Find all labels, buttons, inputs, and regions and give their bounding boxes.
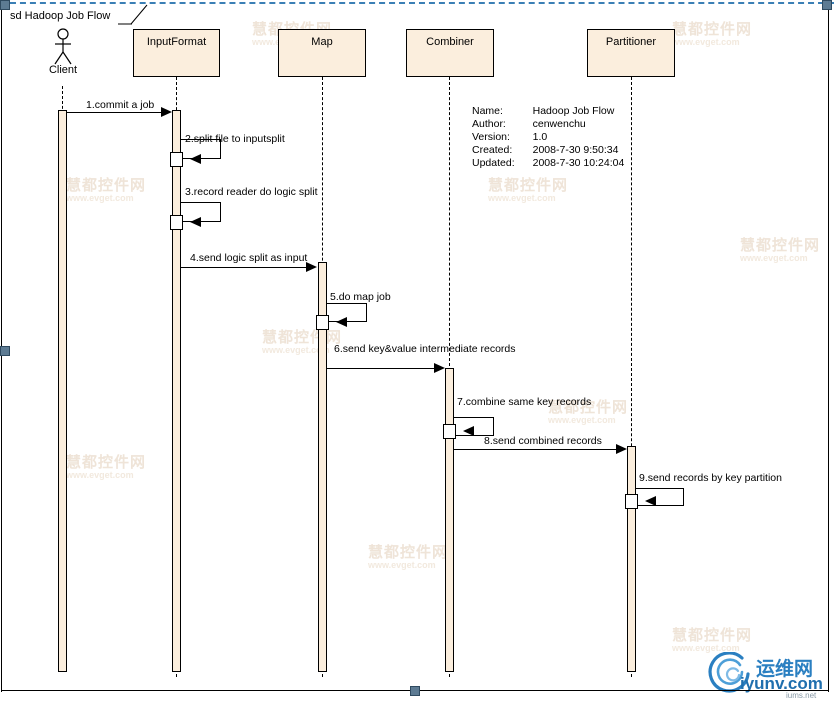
resize-handle-top-right[interactable] [822, 0, 832, 10]
message-loop-m9 [636, 488, 684, 506]
message-label-m2: 2.split file to inputsplit [185, 133, 285, 145]
resize-handle-top-left[interactable] [0, 0, 10, 10]
message-arrowhead-m6 [434, 363, 445, 373]
message-label-m4: 4.send logic split as input [190, 252, 308, 264]
participant-combiner[interactable]: Combiner [406, 29, 494, 77]
message-arrowhead-m9 [645, 496, 656, 506]
participant-partitioner[interactable]: Partitioner [587, 29, 675, 77]
note-key: Version: [472, 131, 510, 143]
message-line-m4 [181, 267, 311, 268]
activation-combiner[interactable] [445, 368, 454, 672]
lifeline-partitioner [631, 77, 632, 677]
message-line-m8 [454, 449, 622, 450]
message-loop-m3 [181, 202, 221, 222]
message-line-m6 [327, 368, 440, 369]
site-logo[interactable]: 运维网 iyunv.com iums.net [700, 650, 830, 700]
participant-label: Combiner [426, 36, 474, 48]
message-arrowhead-m4 [306, 262, 317, 272]
message-self-box-m5[interactable] [316, 315, 329, 330]
note-value: Hadoop Job Flow [532, 105, 615, 117]
message-loop-m7 [454, 417, 494, 436]
activation-client[interactable] [58, 110, 67, 672]
logo-text-en: iyunv.com [740, 674, 823, 693]
message-label-m5: 5.do map job [330, 291, 391, 303]
selection-border-right [828, 4, 829, 692]
note-row: Updated: 2008-7-30 10:24:04 [472, 157, 624, 170]
note-row: Version: 1.0 [472, 131, 624, 144]
note-row: Name: Hadoop Job Flow [472, 105, 624, 118]
message-arrowhead-m7 [463, 426, 474, 436]
frame-label-notch [118, 3, 148, 25]
message-arrowhead-m3 [190, 217, 201, 227]
note-row: Created: 2008-7-30 9:50:34 [472, 144, 624, 157]
resize-handle-bottom-center[interactable] [410, 686, 420, 696]
resize-handle-left-middle[interactable] [0, 346, 10, 356]
frame-label: sd Hadoop Job Flow [4, 7, 134, 23]
selection-border-top [0, 2, 834, 4]
message-label-m1: 1.commit a job [86, 99, 155, 111]
note-key: Updated: [472, 157, 515, 169]
note-key: Created: [472, 144, 513, 156]
message-label-m6: 6.send key&value intermediate records [334, 343, 516, 355]
actor-label-client: Client [48, 64, 78, 76]
activation-map[interactable] [318, 262, 327, 672]
note-value: 2008-7-30 10:24:04 [532, 157, 625, 169]
participant-map[interactable]: Map [278, 29, 366, 77]
message-label-m3: 3.record reader do logic split [185, 186, 318, 198]
message-arrowhead-m5 [336, 317, 347, 327]
message-arrowhead-m2 [190, 154, 201, 164]
diagram-metadata-note: Name: Hadoop Job Flow Author: cenwenchu … [472, 105, 624, 170]
note-value: 2008-7-30 9:50:34 [532, 144, 619, 156]
message-loop-m5 [327, 303, 367, 322]
participant-label: Map [311, 36, 333, 48]
message-self-box-m9[interactable] [625, 494, 638, 509]
note-key: Name: [472, 105, 503, 117]
note-row: Author: cenwenchu [472, 118, 624, 131]
note-value: cenwenchu [532, 118, 586, 130]
message-line-m1 [67, 112, 165, 113]
participant-label: InputFormat [146, 36, 207, 48]
participant-label: Partitioner [605, 36, 657, 48]
message-label-m8: 8.send combined records [484, 435, 602, 447]
frame-label-container: sd Hadoop Job Flow [2, 4, 144, 23]
note-value: 1.0 [532, 131, 548, 143]
message-self-box-m3[interactable] [170, 215, 183, 230]
logo-text-cn: 运维网 [756, 659, 814, 680]
activation-inputformat[interactable] [172, 110, 181, 672]
message-label-m9: 9.send records by key partition [639, 472, 782, 484]
message-label-m7: 7.combine same key records [457, 396, 592, 408]
swirl-circle-icon [708, 652, 750, 693]
message-self-box-m2[interactable] [170, 152, 183, 167]
activation-partitioner[interactable] [627, 446, 636, 672]
message-loop-m2 [181, 139, 221, 159]
participant-inputformat[interactable]: InputFormat [133, 29, 220, 77]
logo-tagline: iums.net [786, 691, 817, 700]
message-self-box-m7[interactable] [443, 424, 456, 439]
stick-figure-actor-icon [54, 28, 72, 65]
message-arrowhead-m8 [616, 444, 627, 454]
note-key: Author: [472, 118, 506, 130]
message-arrowhead-m1 [161, 107, 172, 117]
